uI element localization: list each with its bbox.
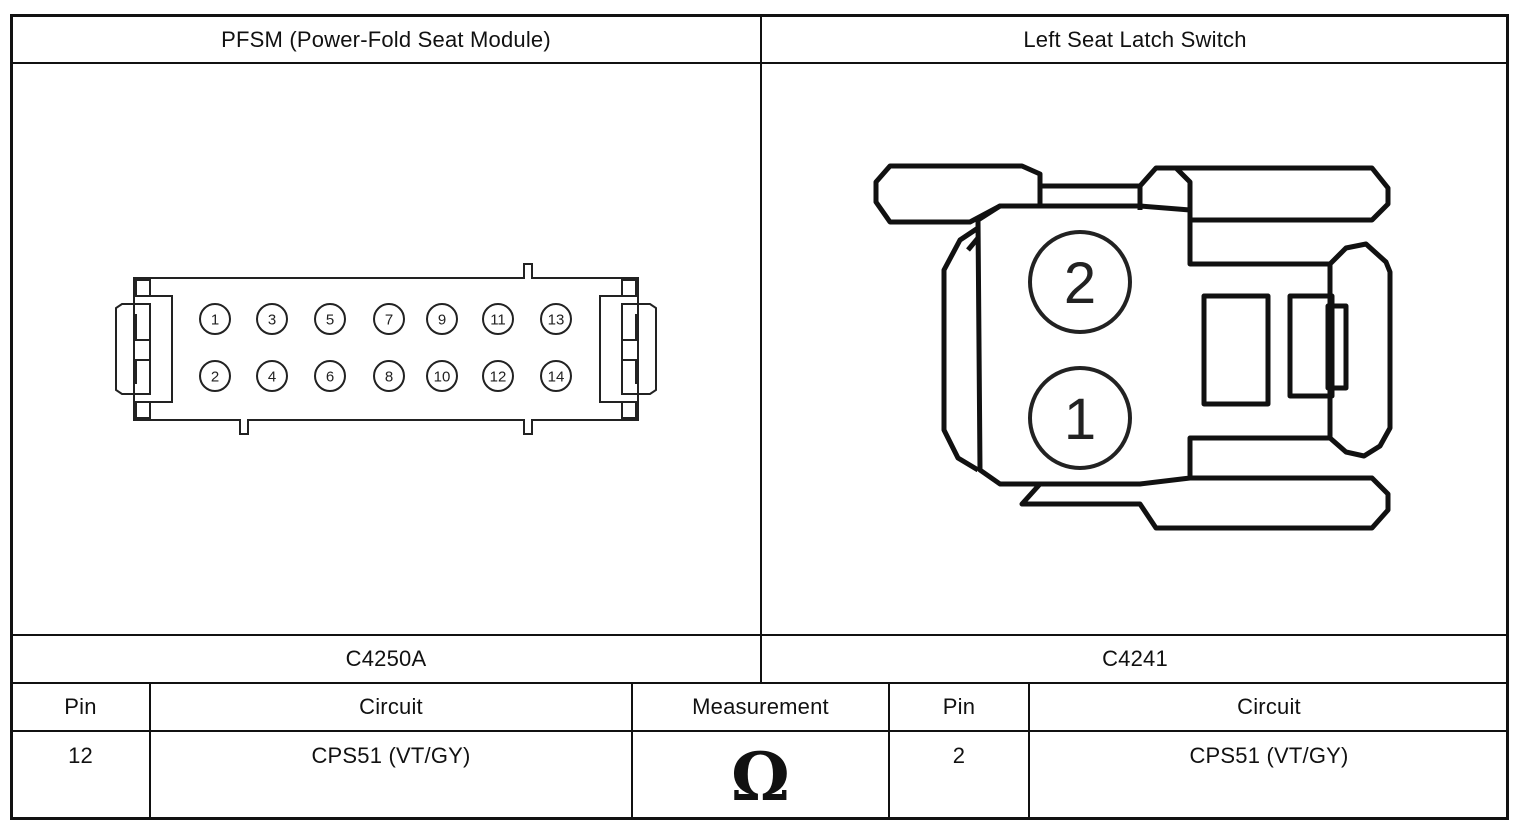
latch-switch-pin-label: 1 bbox=[1064, 387, 1096, 452]
latch-switch-pin-circle bbox=[1028, 230, 1132, 334]
pfsm-pin-circle bbox=[314, 360, 346, 392]
pfsm-pin-label: 8 bbox=[385, 368, 393, 385]
right-connector-id: C4241 bbox=[1102, 646, 1168, 671]
pfsm-pin-circle bbox=[426, 303, 458, 335]
latch-switch-pin-circle bbox=[1028, 366, 1132, 470]
pfsm-pin-label: 9 bbox=[438, 311, 446, 328]
latch-switch-pin-label: 2 bbox=[1064, 251, 1096, 316]
pfsm-pin-circle bbox=[426, 360, 458, 392]
row-pin-a: 12 bbox=[68, 743, 93, 768]
pfsm-pin-circle bbox=[199, 360, 231, 392]
pfsm-pin-label: 3 bbox=[268, 311, 276, 328]
row-circuit-a: CPS51 (VT/GY) bbox=[311, 743, 471, 768]
pfsm-pin-circle bbox=[482, 303, 514, 335]
pin-circles-right: 21 bbox=[1028, 230, 1132, 470]
header-circuit-b: Circuit bbox=[1237, 694, 1301, 719]
header-circuit-a: Circuit bbox=[359, 694, 423, 719]
seat-latch-connector-diagram: 21 bbox=[873, 163, 1393, 531]
pfsm-pin-circle bbox=[540, 360, 572, 392]
pfsm-pin-label: 11 bbox=[490, 311, 506, 328]
header-measurement: Measurement bbox=[692, 694, 829, 719]
pfsm-pin-circle bbox=[373, 303, 405, 335]
left-connector-title: PFSM (Power-Fold Seat Module) bbox=[221, 26, 551, 52]
row-pin-b: 2 bbox=[952, 743, 966, 768]
header-pin-b: Pin bbox=[942, 694, 976, 719]
pfsm-pin-circle bbox=[256, 360, 288, 392]
pfsm-pin-label: 6 bbox=[326, 368, 334, 385]
right-connector-title: Left Seat Latch Switch bbox=[1023, 26, 1247, 52]
pfsm-pin-label: 5 bbox=[326, 311, 334, 328]
pfsm-pin-label: 12 bbox=[490, 368, 507, 385]
divider bbox=[149, 683, 151, 819]
row-circuit-b: CPS51 (VT/GY) bbox=[1189, 743, 1349, 768]
diagram-frame bbox=[10, 14, 1509, 820]
divider bbox=[888, 683, 890, 819]
ohm-symbol: Ω bbox=[731, 738, 790, 816]
divider bbox=[12, 730, 1508, 732]
pfsm-pin-label: 2 bbox=[211, 368, 219, 385]
divider bbox=[1028, 683, 1030, 819]
pfsm-pin-label: 13 bbox=[548, 311, 565, 328]
pfsm-pin-label: 1 bbox=[211, 311, 219, 328]
pfsm-pin-label: 14 bbox=[548, 368, 565, 385]
pfsm-pin-circle bbox=[256, 303, 288, 335]
pfsm-pin-circle bbox=[314, 303, 346, 335]
pfsm-pin-circle bbox=[199, 303, 231, 335]
pfsm-pin-circle bbox=[540, 303, 572, 335]
divider bbox=[631, 683, 633, 819]
pfsm-pin-label: 7 bbox=[385, 311, 393, 328]
pfsm-pin-circle bbox=[373, 360, 405, 392]
pfsm-pin-circle bbox=[482, 360, 514, 392]
divider bbox=[760, 16, 762, 684]
header-pin-a: Pin bbox=[64, 694, 97, 719]
pin-circles-bottom: 2 4 6 8 10 12 14 bbox=[199, 360, 572, 392]
left-connector-id: C4250A bbox=[345, 646, 427, 671]
pfsm-pin-label: 10 bbox=[434, 368, 451, 385]
pfsm-pin-label: 4 bbox=[268, 368, 276, 385]
